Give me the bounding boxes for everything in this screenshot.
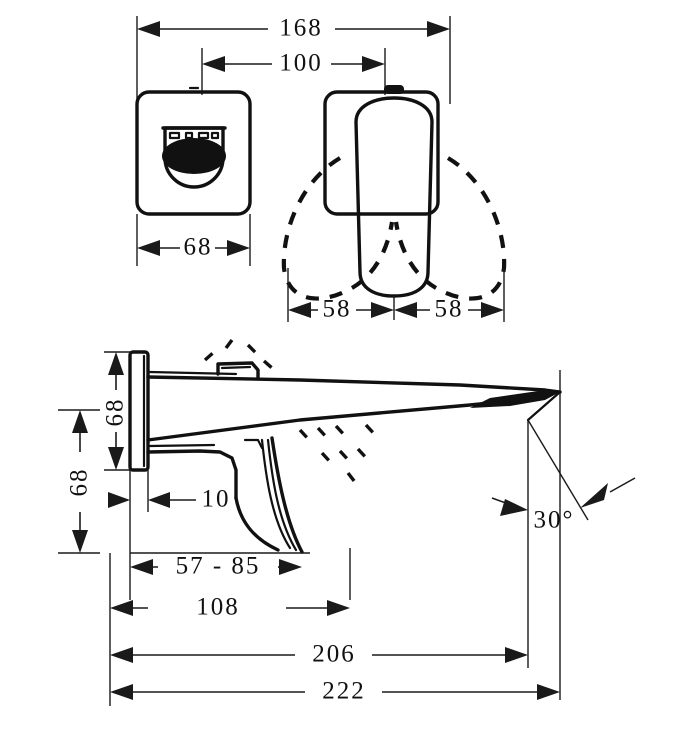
dimension-68-lower: 68 bbox=[58, 409, 100, 554]
lever-handle bbox=[354, 96, 434, 298]
dimension-10: 10 bbox=[108, 470, 231, 513]
dimension-68-width: 68 bbox=[136, 214, 251, 266]
dimension-30-degrees-label: 30° bbox=[534, 507, 575, 534]
dimension-10-label: 10 bbox=[202, 486, 231, 513]
dimension-30-degrees: 30° bbox=[491, 419, 636, 534]
dimension-57-85-label: 57 - 85 bbox=[176, 553, 261, 580]
dimension-68-upper-label: 68 bbox=[102, 398, 129, 427]
dimension-168-label: 168 bbox=[279, 15, 323, 42]
dimension-108: 108 bbox=[110, 594, 350, 621]
dimension-68-upper: 68 bbox=[102, 351, 132, 471]
dimension-222-label: 222 bbox=[322, 678, 366, 705]
dimension-58-right-label: 58 bbox=[435, 296, 464, 323]
square-escutcheon-mixer bbox=[281, 85, 507, 320]
dimension-58-left: 58 bbox=[287, 268, 394, 323]
spout-tip-wedge bbox=[470, 390, 560, 408]
dashed-water-jet bbox=[298, 423, 380, 488]
wall-plate bbox=[128, 350, 150, 472]
dimension-206: 206 bbox=[110, 641, 528, 668]
dimension-68-lower-label: 68 bbox=[66, 468, 93, 497]
dimension-57-85: 57 - 85 bbox=[130, 552, 310, 580]
dimension-222: 222 bbox=[110, 678, 560, 705]
side-lever-handle bbox=[203, 338, 274, 380]
spout-body bbox=[146, 370, 562, 554]
dimension-168: 168 bbox=[136, 15, 451, 104]
dimension-100-label: 100 bbox=[279, 50, 323, 77]
dimension-206-label: 206 bbox=[312, 641, 356, 668]
dimension-58-left-label: 58 bbox=[323, 296, 352, 323]
aerator-outlet bbox=[162, 138, 226, 174]
dimension-108-label: 108 bbox=[196, 594, 240, 621]
dimension-100: 100 bbox=[201, 48, 386, 95]
square-escutcheon-spout bbox=[135, 86, 252, 216]
lever-cap bbox=[384, 85, 404, 94]
dimension-58-right: 58 bbox=[394, 268, 505, 323]
handle-motion-arc bbox=[203, 338, 274, 370]
dashed-swivel-arc bbox=[281, 156, 507, 301]
dimension-68-width-label: 68 bbox=[184, 234, 213, 261]
